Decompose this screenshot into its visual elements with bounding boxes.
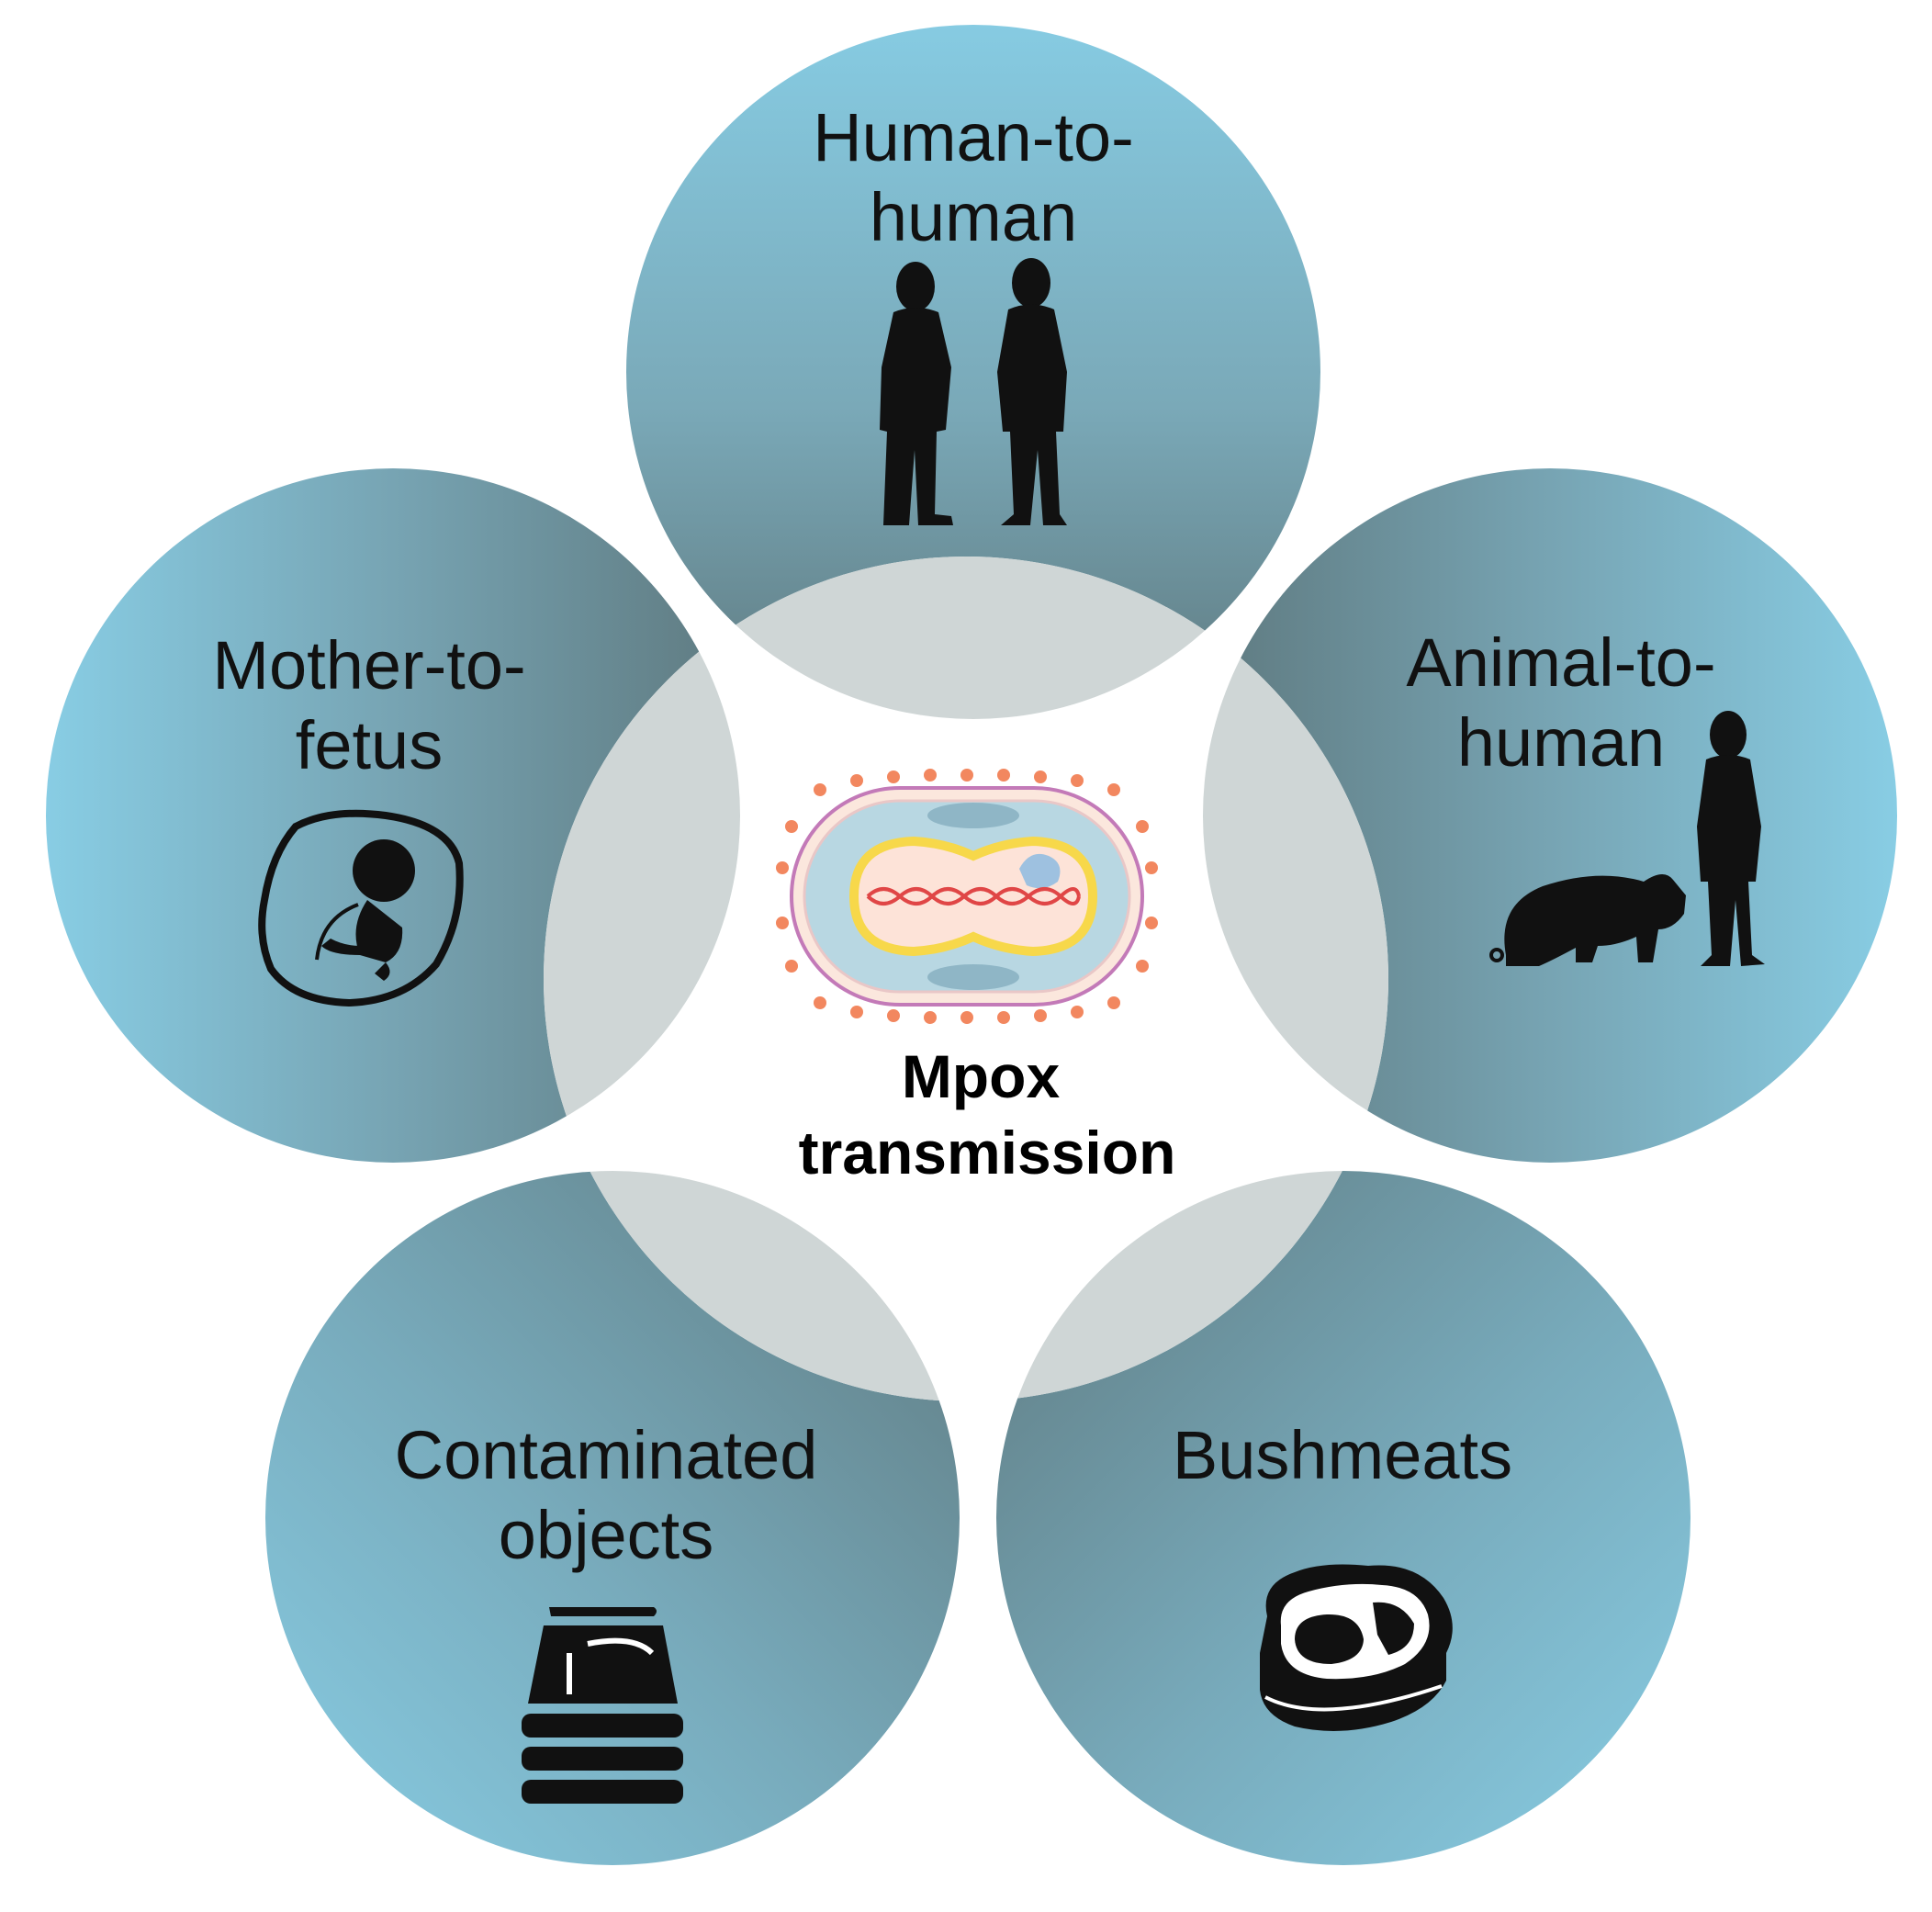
route-human-to-human [626, 25, 1320, 719]
route-label-contaminated-objects-line1: Contaminated [395, 1417, 818, 1493]
route-circle [626, 25, 1320, 719]
overlap-bottom-left [544, 1171, 960, 1401]
route-label-bushmeats-line1: Bushmeats [1173, 1417, 1512, 1493]
fetus-in-womb-icon [258, 809, 464, 1007]
pig-and-man-silhouette-icon [1489, 711, 1765, 966]
overlap-bottom-right [996, 1171, 1388, 1401]
folded-bedding-icon [522, 1607, 683, 1804]
center-title-line2: transmission [799, 1119, 1176, 1187]
route-label-human-to-human-line1: Human-to- [813, 99, 1134, 175]
route-label-animal-to-human-line2: human [1457, 704, 1665, 781]
meat-steak-icon [1260, 1564, 1453, 1731]
mpox-virus-icon [776, 769, 1158, 1024]
center-title-line1: Mpox [902, 1042, 1061, 1110]
route-label-animal-to-human-line1: Animal-to- [1406, 624, 1715, 701]
route-label-human-to-human-line2: human [870, 179, 1077, 255]
route-label-mother-to-fetus-line1: Mother-to- [212, 627, 525, 703]
two-men-silhouette-icon [880, 258, 1067, 525]
route-label-contaminated-objects-line2: objects [499, 1497, 713, 1573]
route-label-mother-to-fetus-line2: fetus [296, 707, 443, 783]
